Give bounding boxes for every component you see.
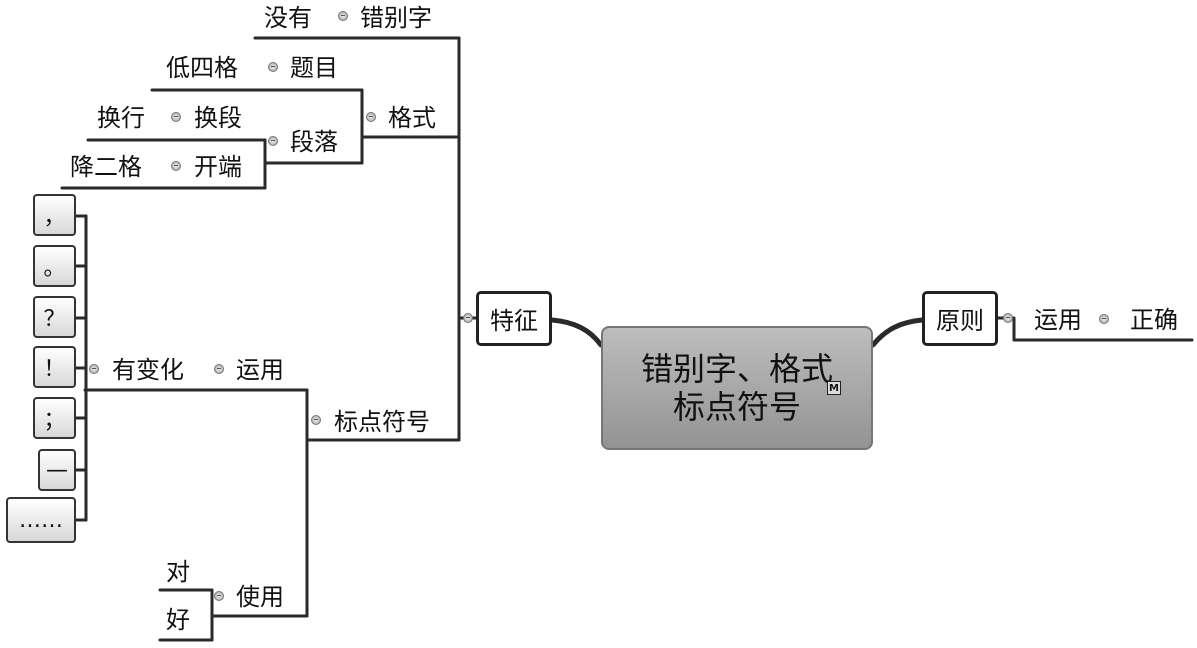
topic-youbianhua[interactable]: 有变化 (112, 356, 184, 384)
punct-comma[interactable]: ， (33, 194, 76, 236)
topic-huanduan[interactable]: 换段 (194, 104, 242, 132)
topic-tezheng[interactable]: 特征 (476, 291, 552, 346)
collapse-icon[interactable] (171, 112, 181, 122)
collapse-icon[interactable] (214, 364, 224, 374)
topic-hao[interactable]: 好 (166, 606, 190, 634)
collapse-icon[interactable] (268, 136, 278, 146)
punct-dash[interactable]: — (38, 449, 76, 491)
topic-yunyong-right[interactable]: 运用 (1034, 306, 1082, 334)
topic-zhengque[interactable]: 正确 (1130, 306, 1178, 334)
connector-tezheng (549, 317, 604, 348)
collapse-icon[interactable] (214, 591, 224, 601)
topic-meiyou[interactable]: 没有 (264, 4, 312, 32)
topic-disige[interactable]: 低四格 (166, 54, 238, 82)
collapse-icon[interactable] (311, 415, 321, 425)
topic-shiyong[interactable]: 使用 (236, 583, 284, 611)
topic-jiangerge[interactable]: 降二格 (70, 153, 142, 181)
topic-biaodian[interactable]: 标点符号 (334, 408, 430, 436)
punct-question[interactable]: ？ (33, 296, 76, 338)
central-topic-line1: 错别字、格式 (640, 350, 833, 388)
collapse-icon[interactable] (89, 364, 99, 374)
collapse-icon[interactable] (1003, 313, 1013, 323)
topic-duanluo[interactable]: 段落 (290, 128, 338, 156)
collapse-icon[interactable] (268, 62, 278, 72)
topic-huanhang[interactable]: 换行 (97, 104, 145, 132)
marker-icon: M (827, 381, 841, 395)
collapse-icon[interactable] (171, 161, 181, 171)
punct-semicolon[interactable]: ； (33, 397, 76, 439)
topic-tezheng-label: 特征 (490, 307, 538, 335)
connector-yuanze (870, 317, 925, 348)
collapse-icon[interactable] (463, 313, 473, 323)
topic-cuobiezi[interactable]: 错别字 (360, 4, 432, 32)
central-topic-line2: 标点符号 (672, 388, 801, 426)
topic-dui[interactable]: 对 (166, 558, 190, 586)
collapse-icon[interactable] (338, 11, 348, 21)
topic-yunyong[interactable]: 运用 (236, 356, 284, 384)
collapse-icon[interactable] (1099, 314, 1109, 324)
topic-kaiduan[interactable]: 开端 (194, 153, 242, 181)
topic-yuanze[interactable]: 原则 (922, 291, 998, 346)
topic-timu[interactable]: 题目 (290, 54, 338, 82)
topic-yuanze-label: 原则 (936, 307, 984, 335)
topic-geshi[interactable]: 格式 (388, 104, 436, 132)
collapse-icon[interactable] (366, 112, 376, 122)
punct-ellipsis[interactable]: …… (6, 497, 76, 543)
punct-period[interactable]: 。 (33, 245, 76, 287)
punct-exclaim[interactable]: ！ (33, 346, 76, 388)
